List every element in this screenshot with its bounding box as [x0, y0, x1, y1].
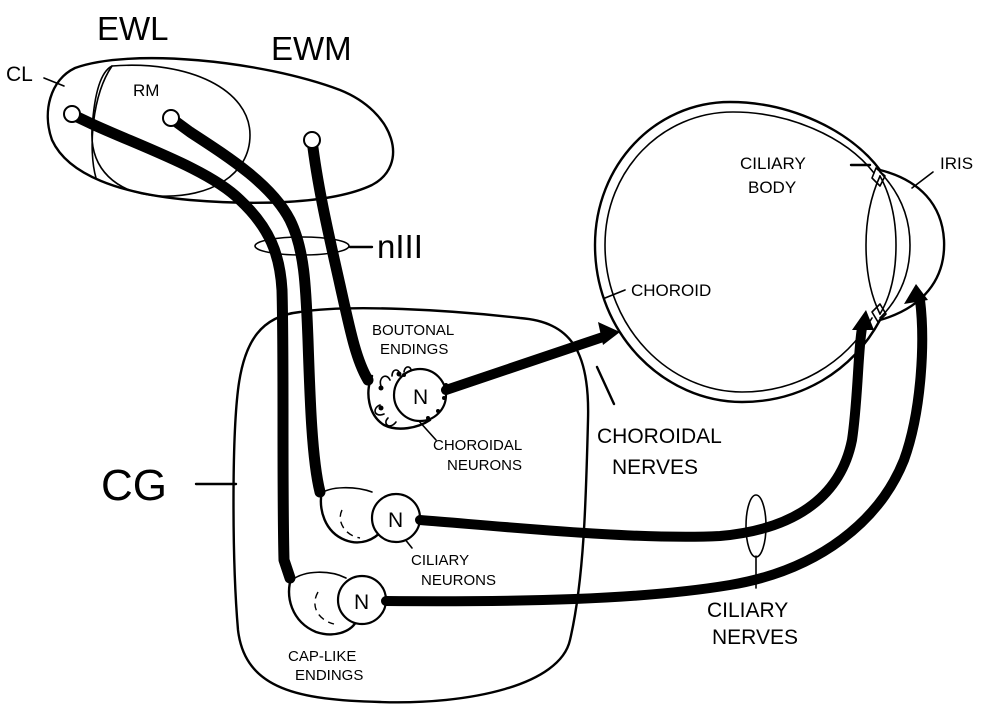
label-ewm: EWM	[271, 30, 352, 67]
label-boutonal-endings-2: ENDINGS	[380, 341, 448, 358]
label-choroidal-neurons-2: NEURONS	[447, 457, 522, 474]
label-ciliary-neurons-1: CILIARY	[411, 552, 469, 569]
label-cg: CG	[101, 461, 167, 510]
label-ciliary-body-1: CILIARY	[740, 154, 806, 173]
ewm-soma	[304, 132, 320, 148]
choroidal-neuron-letter: N	[413, 386, 428, 409]
fiber-ewm-to-choroidal	[312, 140, 368, 380]
ciliary-neuron-letter: N	[388, 509, 403, 532]
caplike-neuron	[289, 572, 386, 634]
label-ewl: EWL	[97, 10, 169, 47]
label-nIII: nIII	[377, 228, 423, 265]
caplike-neuron-letter: N	[354, 591, 369, 614]
label-ciliary-body-2: BODY	[748, 178, 796, 197]
label-choroid: CHOROID	[631, 281, 711, 300]
label-choroidal-nerves-2: NERVES	[612, 456, 698, 479]
eye	[595, 102, 944, 402]
label-choroidal-neurons-1: CHOROIDAL	[433, 437, 522, 454]
choroidal-nerve-fiber	[446, 337, 603, 390]
label-ciliary-neurons-2: NEURONS	[421, 572, 496, 589]
iris	[880, 172, 910, 318]
cl-soma	[64, 106, 80, 122]
label-choroidal-nerves-1: CHOROIDAL	[597, 425, 722, 448]
label-caplike-endings-1: CAP-LIKE	[288, 648, 356, 665]
choroid-leader	[605, 290, 625, 298]
ciliary-neuron	[320, 488, 420, 543]
label-iris: IRIS	[940, 154, 973, 173]
lens-front	[866, 176, 880, 314]
label-boutonal-endings-1: BOUTONAL	[372, 322, 454, 339]
label-cl: CL	[6, 63, 33, 86]
rm-soma	[163, 110, 179, 126]
choroidal-nerves-leader	[597, 367, 614, 404]
label-ciliary-nerves-2: NERVES	[712, 626, 798, 649]
label-ciliary-nerves-1: CILIARY	[707, 599, 788, 622]
lens-back	[880, 176, 896, 314]
eyeball-outer	[595, 102, 880, 402]
label-caplike-endings-2: ENDINGS	[295, 667, 363, 684]
label-rm: RM	[133, 81, 159, 100]
choroidal-neuron	[368, 367, 448, 429]
